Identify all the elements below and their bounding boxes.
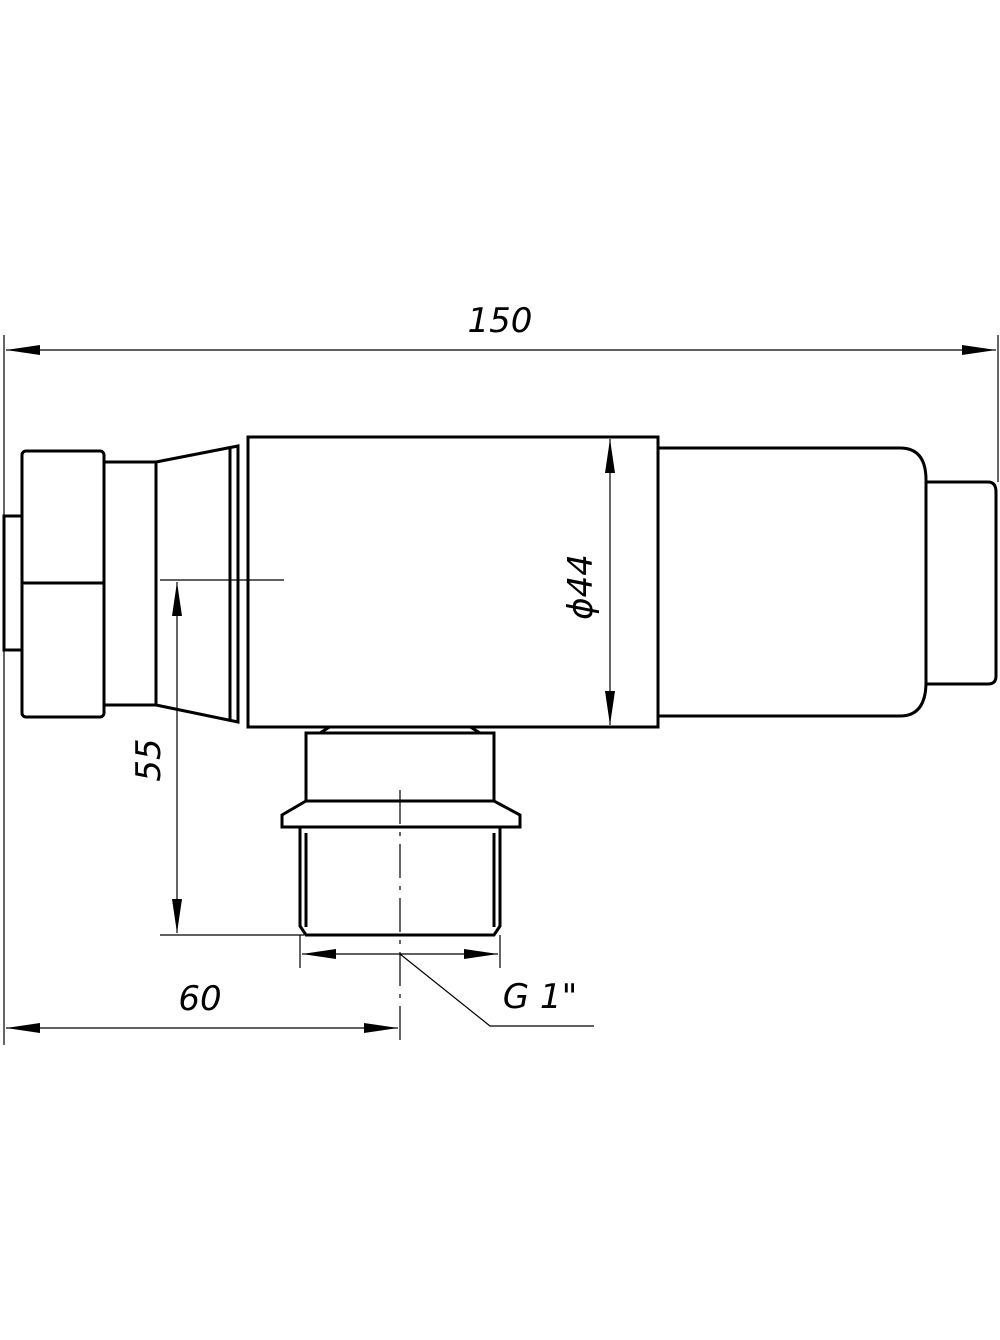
left-connector <box>102 444 240 724</box>
outlet-fitting <box>280 705 522 937</box>
dimension-label-thread: G 1" <box>503 977 577 1017</box>
dimension-overall-length: 150 <box>3 301 999 516</box>
dimension-body-diameter: ϕ44 <box>561 439 615 725</box>
dimension-label-overall-length: 150 <box>468 301 533 341</box>
dimension-outlet-offset: 60 <box>3 650 398 1045</box>
valve-body <box>246 435 660 729</box>
dimension-thread: G 1" <box>299 935 594 1027</box>
push-button-housing <box>656 446 998 718</box>
dimension-label-body-diameter: ϕ44 <box>561 554 601 620</box>
dimension-label-outlet-offset: 60 <box>178 979 221 1019</box>
dimension-outlet-height: 55 <box>129 579 304 936</box>
dimension-label-outlet-height: 55 <box>129 738 169 781</box>
left-union-nut <box>2 449 106 719</box>
